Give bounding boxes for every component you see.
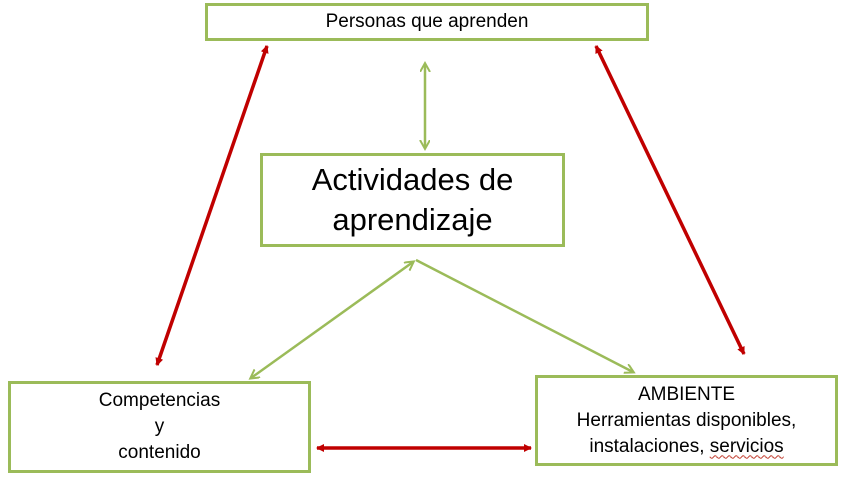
node-label-line-3-part-1: instalaciones, <box>589 435 710 457</box>
arrow-actividades-competencias <box>251 262 413 378</box>
node-label-line-2: Herramientas disponibles, <box>576 409 797 431</box>
node-label-line-1: Competencias <box>98 390 221 411</box>
node-label-line-1: AMBIENTE <box>637 383 736 405</box>
node-personas-que-aprenden: Personas que aprenden <box>205 3 649 41</box>
arrow-personas-ambiente <box>594 45 746 355</box>
node-competencias-y-contenido: Competencias y contenido <box>8 381 311 473</box>
node-actividades-de-aprendizaje: Actividades de aprendizaje <box>260 153 565 247</box>
node-label-line-3: contenido <box>118 442 201 463</box>
node-label: Personas que aprenden <box>325 11 529 32</box>
node-label-line-2: aprendizaje <box>332 202 493 237</box>
spellcheck-underlined-word: servicios <box>709 435 784 457</box>
node-label-line-1: Actividades de <box>311 162 514 197</box>
node-label-line-2: y <box>154 416 165 437</box>
arrow-personas-competencias <box>155 45 269 366</box>
node-ambiente: AMBIENTE Herramientas disponibles, insta… <box>535 375 838 466</box>
node-label-line-3: instalaciones, servicios <box>589 434 783 460</box>
arrow-actividades-ambiente <box>415 258 633 372</box>
